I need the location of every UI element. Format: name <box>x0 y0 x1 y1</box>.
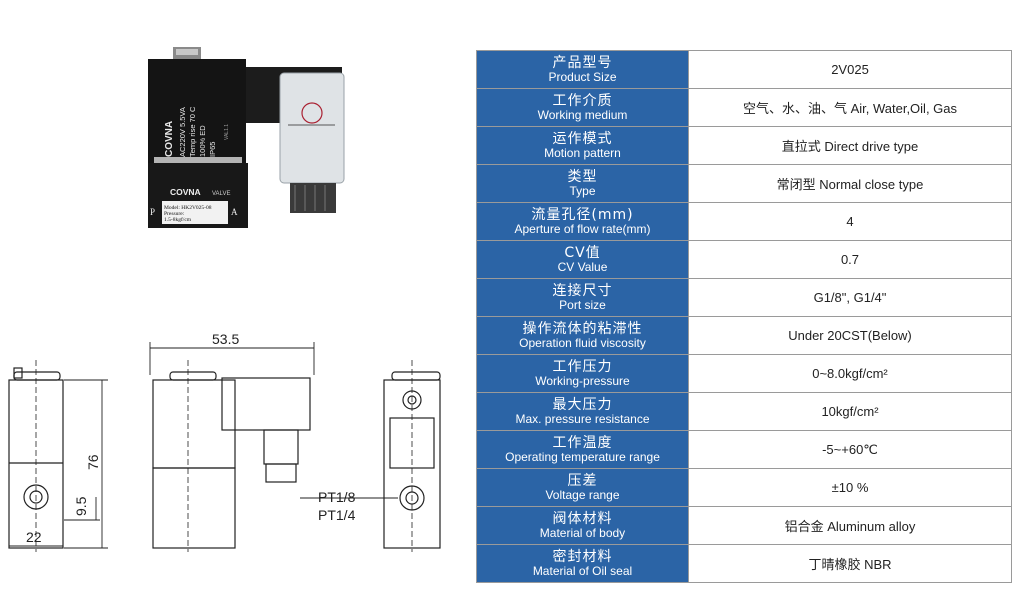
coil-line-1: AC220V 5.5VA <box>178 107 187 157</box>
spec-label-en: Product Size <box>548 69 617 84</box>
pressure-text: Pressure: <box>164 211 185 217</box>
coil-line-3: 100% ED <box>198 125 207 157</box>
width-dimension: 53.5 <box>212 331 239 347</box>
coil-brand: COVNA <box>164 121 175 157</box>
spec-label-en: Working medium <box>537 107 628 122</box>
spec-value-cell: 10kgf/cm² <box>688 392 1012 431</box>
spec-label-en: Voltage range <box>545 487 620 502</box>
spec-value-cell: 2V025 <box>688 50 1012 89</box>
spec-label-zh: 压差 <box>567 472 598 489</box>
coil-line-2: Temp rise 70 C <box>188 106 197 157</box>
body-brand-suffix: VALVE <box>212 191 230 197</box>
spec-value-cell: 4 <box>688 202 1012 241</box>
spec-label-en: Type <box>569 183 596 198</box>
spec-label-zh: 连接尺寸 <box>552 282 613 299</box>
product-photo: COVNA AC220V 5.5VA Temp rise 70 C 100% E… <box>148 47 345 228</box>
spec-value-cell: 直拉式 Direct drive type <box>688 126 1012 165</box>
spec-label-en: Operation fluid viscosity <box>519 335 646 350</box>
connector-transparent <box>279 72 345 184</box>
port-p-label: P <box>150 207 155 217</box>
spec-label-zh: 密封材料 <box>552 548 613 565</box>
spec-label-en: Material of body <box>539 525 626 540</box>
spec-label-zh: CV值 <box>564 244 601 261</box>
spec-label-zh: 类型 <box>567 168 598 185</box>
coil-line-4: IP65 <box>208 142 217 157</box>
spec-label-zh: 最大压力 <box>552 396 613 413</box>
model-text: Model: HK2V025-08 <box>164 205 212 211</box>
technical-drawing: 53.5 76 9.5 22 PT1/8 PT1/4 <box>8 331 441 552</box>
spec-label-en: Max. pressure resistance <box>515 411 650 426</box>
spec-row: 流量孔径(mm)Aperture of flow rate(mm)4 <box>476 202 1012 241</box>
spec-value-cell: -5~+60℃ <box>688 430 1012 469</box>
spec-label-zh: 流量孔径(mm) <box>531 206 634 223</box>
spec-label-en: Material of Oil seal <box>532 563 633 578</box>
spec-label-en: CV Value <box>557 259 608 274</box>
spec-label-zh: 运作模式 <box>552 130 613 147</box>
body-brand: COVNA <box>170 187 201 197</box>
spec-label-en: Aperture of flow rate(mm) <box>514 221 651 236</box>
spec-value-cell: 0.7 <box>688 240 1012 279</box>
spec-value-cell: 常闭型 Normal close type <box>688 164 1012 203</box>
nameplate <box>162 201 228 224</box>
spec-label-zh: 操作流体的粘滞性 <box>522 320 643 337</box>
spec-value-cell: G1/8", G1/4" <box>688 278 1012 317</box>
spec-value-cell: Under 20CST(Below) <box>688 316 1012 355</box>
spec-label-zh: 工作介质 <box>552 92 613 109</box>
spec-label-zh: 工作压力 <box>552 358 613 375</box>
spec-value-cell: 铝合金 Aluminum alloy <box>688 506 1012 545</box>
spec-value-cell: 0~8.0kgf/cm² <box>688 354 1012 393</box>
spec-label-zh: 阀体材料 <box>552 510 613 527</box>
cable-gland <box>290 183 336 213</box>
spec-value-cell: ±10 % <box>688 468 1012 507</box>
spec-label-zh: 产品型号 <box>552 54 613 71</box>
port-1-label: PT1/8 <box>318 489 356 505</box>
base-dimension: 22 <box>26 529 42 545</box>
spec-label-zh: 工作温度 <box>552 434 613 451</box>
spec-label-en: Working-pressure <box>535 373 630 388</box>
spec-label-en: Motion pattern <box>544 145 621 160</box>
height-dimension: 76 <box>85 454 101 470</box>
port-a-label: A <box>231 207 238 217</box>
port-2-label: PT1/4 <box>318 507 356 523</box>
spec-label-en: Operating temperature range <box>505 449 660 464</box>
coil-block <box>148 59 246 165</box>
spec-value-cell: 丁晴橡胶 NBR <box>688 544 1012 583</box>
offset-dimension: 9.5 <box>73 496 89 516</box>
coil-side-text: VAL1.1 <box>224 124 230 140</box>
pressure-range-text: 1.5-8kgf/cm <box>164 216 192 223</box>
spec-label-cell: 流量孔径(mm)Aperture of flow rate(mm) <box>476 202 689 241</box>
spec-label-en: Port size <box>559 297 606 312</box>
spec-value-cell: 空气、水、油、气 Air, Water,Oil, Gas <box>688 88 1012 127</box>
